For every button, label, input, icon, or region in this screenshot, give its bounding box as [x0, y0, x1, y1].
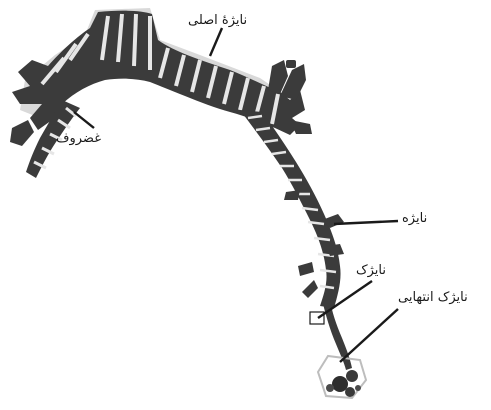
leader-terminal-bronchiole	[340, 309, 398, 362]
leader-main-bronchus	[210, 28, 222, 56]
leader-cartilage	[74, 112, 94, 128]
label-bronchiole: نایژک	[356, 264, 386, 277]
bronchiole-highlight-box	[310, 312, 324, 324]
bronchus	[240, 110, 344, 308]
label-main-bronchus: نایژهٔ اصلی	[188, 14, 247, 27]
leader-bronchus	[334, 221, 398, 224]
label-bronchus: نایژه	[402, 212, 427, 225]
alveolar-sac	[318, 356, 366, 398]
label-terminal-bronchiole: نایژک انتهایی	[398, 291, 468, 304]
label-cartilage: غضروف	[56, 132, 101, 145]
